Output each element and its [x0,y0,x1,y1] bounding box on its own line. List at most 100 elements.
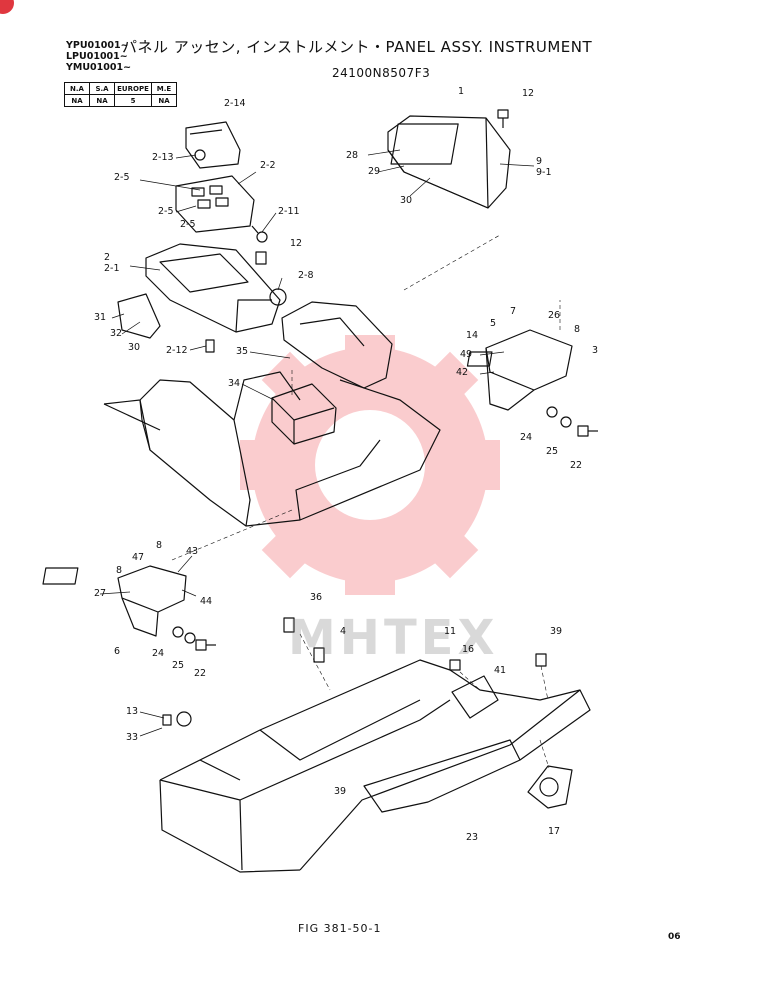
callout-label: 8 [156,540,163,551]
callout-label: 9 [536,156,543,167]
callout-label: 30 [128,342,141,353]
callout-label: 2-5 [158,206,174,217]
table-cell: NA [151,94,177,107]
knob-part [194,149,206,161]
washer-part [184,632,196,644]
callout-label: 2-11 [278,206,300,217]
part-number: 24100N8507F3 [332,66,431,80]
washer-part [546,406,558,418]
callout-label: 12 [522,88,535,99]
callout-label: 39 [550,626,563,637]
figure-number: FIG 381-50-1 [298,922,382,935]
callout-label: 44 [200,596,213,607]
bolt-part [313,647,325,663]
callout-label: 12 [290,238,303,249]
callout-label: 43 [186,546,199,557]
callout-label: 2-5 [180,219,196,230]
callout-label: 27 [94,588,107,599]
callout-label: 8 [574,324,581,335]
callout-label: 41 [494,665,507,676]
center-housing [281,301,393,389]
callout-label: 32 [110,328,123,339]
callout-label: 23 [466,832,479,843]
callout-label: 1 [458,86,465,97]
callout-label: 2-5 [114,172,130,183]
instrument-cover [387,115,511,209]
bolt-part [535,653,547,667]
corner-badge [0,0,14,14]
serial-range-ypu: YPU01001~ [66,40,129,51]
washer-part [172,626,184,638]
left-housing [145,243,281,333]
callout-label: 2-12 [166,345,188,356]
screw-part [205,339,215,353]
bolt-part [577,425,598,437]
callout-label: 17 [548,826,561,837]
callout-label: 33 [126,732,139,743]
callout-label: 14 [466,330,479,341]
callout-label: 6 [114,646,121,657]
panel-bracket-upper [185,121,241,169]
callout-label: 34 [228,378,241,389]
callout-label: 25 [546,446,559,457]
callout-label: 16 [462,644,475,655]
cover-plate-41 [451,675,499,719]
callout-label: 3 [592,345,599,356]
callout-label: 26 [548,310,561,321]
callout-label: 7 [510,306,517,317]
callout-label: 39 [334,786,347,797]
switch-panel-plate [175,175,255,233]
callout-label: 36 [310,592,323,603]
callout-label: 8 [116,565,123,576]
callout-label: 29 [368,166,381,177]
callout-label: 31 [94,312,107,323]
bolt-part [449,659,461,671]
callout-label: 47 [132,552,145,563]
bracket-right [466,329,573,411]
callout-label: 9-1 [536,167,552,178]
bolt-part [195,639,216,651]
callout-label: 25 [172,660,185,671]
callout-label: 30 [400,195,413,206]
callout-label: 28 [346,150,359,161]
callout-label: 24 [152,648,165,659]
callout-label: 13 [126,706,139,717]
callout-label: 22 [194,668,207,679]
availability-table: N.A S.A EUROPE M.E NA NA 5 NA [64,82,177,107]
screw-part [255,251,267,265]
leader-lines [99,149,535,737]
washer-part [560,416,572,428]
availability-value-row: NA NA 5 NA [64,94,177,107]
bracket-left [42,565,187,637]
callout-label: 2-14 [224,98,246,109]
lower-console-frame [159,659,591,873]
cover-plate-small [117,293,161,339]
assembly-dash-lines [171,234,561,769]
callout-label: 5 [490,318,497,329]
callout-label: 4 [340,626,347,637]
callout-label: 2-8 [298,270,314,281]
callout-label: 11 [444,626,457,637]
serial-range-lpu: LPU01001~ [66,51,128,62]
callout-label: 35 [236,346,249,357]
callout-label: 2-13 [152,152,174,163]
bolt-part [283,617,295,633]
callout-label: 2 [104,252,111,263]
table-cell: NA [64,94,90,107]
control-box [271,383,337,445]
main-frame [103,371,441,527]
lower-side-plate [363,739,521,813]
watermark-text: MHTEX [288,610,499,666]
callout-label: 24 [520,432,533,443]
cushion-part [162,711,192,727]
callout-label: 49 [460,349,473,360]
page-number: 06 [668,932,681,942]
callout-label: 2-1 [104,263,120,274]
callout-label: 42 [456,367,469,378]
callout-label: 2-2 [260,160,276,171]
page-title: パネル アッセン, インストルメント・PANEL ASSY. INSTRUMEN… [122,38,593,56]
serial-range-ymu: YMU01001~ [66,62,132,73]
grommet-plate-17 [527,765,573,809]
bolt-part [497,109,509,128]
